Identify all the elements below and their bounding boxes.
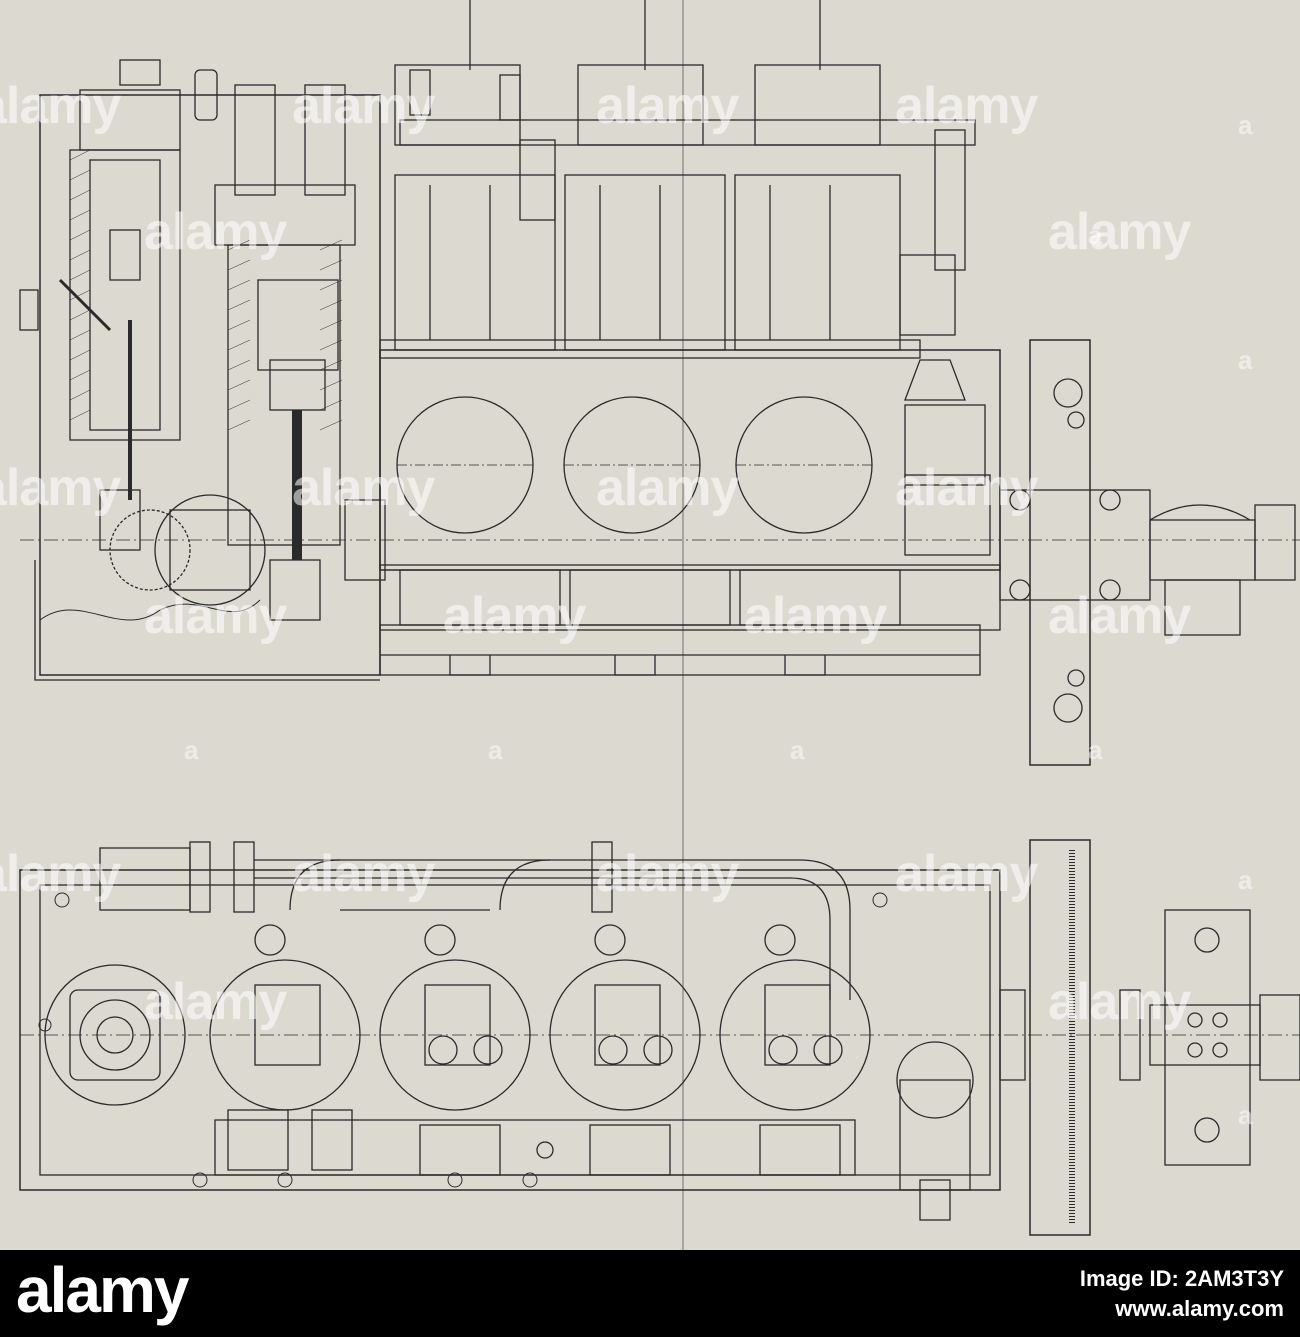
image-id-text: Image ID: 2AM3T3Y — [1079, 1266, 1284, 1291]
watermark-small: a — [1238, 1100, 1253, 1130]
footer-id: Image ID: 2AM3T3Y www.alamy.com — [1080, 1264, 1284, 1324]
bolt-details — [38, 892, 888, 1188]
cut-section-left — [19, 59, 386, 681]
engine-elevation-drawing — [19, 0, 1300, 1250]
watermark-small: a — [1238, 110, 1253, 140]
watermark-small: a — [1088, 220, 1103, 250]
watermark-small: a — [488, 735, 503, 765]
watermark-small: a — [1088, 735, 1103, 765]
stock-footer: alamy Image ID: 2AM3T3Y www.alamy.com — [0, 1250, 1300, 1337]
engine-plan-view — [19, 839, 1300, 1236]
flywheel-elevation — [999, 339, 1296, 766]
watermark-small: a — [1238, 345, 1253, 375]
section-hatching — [69, 149, 343, 431]
watermark-small: a — [790, 735, 805, 765]
footer-logo: alamy — [16, 1254, 189, 1326]
watermark-small: a — [1238, 865, 1253, 895]
cylinder-block-elevation — [379, 0, 1001, 676]
watermark-small: a — [184, 735, 199, 765]
site-url-text: www.alamy.com — [1115, 1296, 1284, 1321]
